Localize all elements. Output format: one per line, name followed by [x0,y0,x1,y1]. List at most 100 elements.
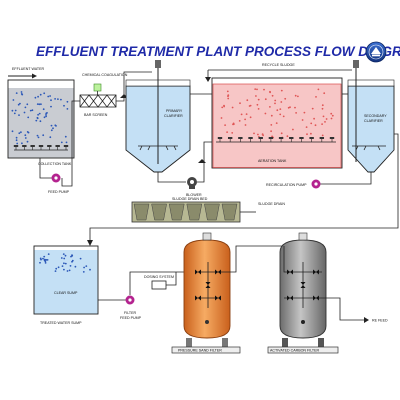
bubble [313,117,315,120]
primary-clarifier-label: PRIMARY [166,109,183,113]
diffuser-head [38,145,44,147]
valve-icon [300,282,306,288]
collection-tank-label: COLLECTION TANK [38,162,72,166]
diffusers [13,145,69,150]
bubble [39,93,42,96]
bubble [35,119,38,122]
bubble [82,271,85,273]
bubble [54,98,56,100]
drive-motor-icon [155,60,161,68]
bubble [270,130,272,133]
arrow-icon [87,240,93,246]
bubble [63,268,65,271]
bubble [63,104,65,107]
sand-filter-valves [195,269,221,301]
recirculation-pump-icon [311,179,321,189]
bubble [47,95,50,98]
bubble [301,119,304,121]
bubble [261,133,264,136]
bubble [60,141,63,144]
filter-feed-pump-label-2: FEED PUMP [120,316,142,320]
bubble [231,106,234,109]
bubble [286,135,289,138]
bubble [50,124,53,127]
bubble [63,262,65,265]
bubble [13,112,16,115]
bubble [38,103,41,106]
bubble [61,265,64,267]
bubble [282,115,285,118]
bubble [303,111,306,114]
primary-clarifier-label-2: CLARIFIER [164,114,183,118]
diffuser-head [55,145,60,147]
bubble [274,99,277,102]
clarifier-underflow-pipe [157,172,186,183]
bubble [294,94,297,97]
clear-sump-label: CLEAR SUMP [54,291,78,295]
diffuser-head [289,137,294,139]
sludge-drain-label: SLUDGE DRAIN [258,202,285,206]
bubble [79,257,82,260]
diffuser-head [319,137,325,139]
valve-icon [313,269,319,275]
carbon-filter-base [267,346,339,354]
screen-outlet-pipe [116,71,152,102]
bubble [66,270,69,272]
bubble [253,132,255,135]
feed-pipe [39,158,52,179]
bubble [14,109,17,112]
bubble [19,102,21,105]
feed-pump-label: FEED PUMP [48,190,70,194]
collection-tank [7,79,75,159]
bubble [256,88,258,91]
bubble [27,116,30,119]
bubble [57,98,59,100]
pressure-sand-filter-label: PRESSURE SAND FILTER [178,349,222,353]
bubble [275,122,278,124]
secondary-clarifier-label: SECONDARY [364,114,387,118]
bubble [295,112,297,114]
bubble [70,255,72,258]
effluent-water-label: EFFLUENT WATER [12,67,44,71]
bubble [39,261,41,264]
collection-bubbles [11,91,69,145]
bubble [15,139,18,142]
bubble [36,103,39,105]
bubble [62,253,65,256]
bubble [322,115,325,118]
feed-pump-icon [51,173,61,183]
bubble [321,123,323,125]
diffuser-head [248,137,253,139]
aeration-water [212,83,342,168]
bubble [224,124,227,126]
sludge-drain-bed [131,201,241,223]
bubble [20,131,22,134]
valve-icon [195,295,201,301]
bubble [249,104,252,107]
bubble [317,88,320,91]
bubble [42,108,45,111]
bubble [46,259,49,261]
bubble [294,106,296,109]
bubble [321,107,324,110]
bubble [46,112,48,114]
bubble [71,254,73,256]
valve-icon [313,295,319,301]
chemical-coagulation-label: CHEMICAL COAGULATION [82,73,128,77]
sand-filter-base [171,346,241,354]
bubble [44,260,47,263]
diffuser-head [30,145,35,147]
bubble [50,129,53,132]
bubble [279,108,282,110]
drive-motor-icon [353,60,359,68]
bubble [256,103,259,106]
bubble [257,108,260,110]
diffuser-head [278,137,284,139]
bubble [42,134,45,137]
bubble [330,117,333,120]
bubble [64,262,67,265]
bubble [47,253,50,256]
bubble [37,113,39,116]
bubble [245,113,248,115]
bubble [15,136,18,139]
